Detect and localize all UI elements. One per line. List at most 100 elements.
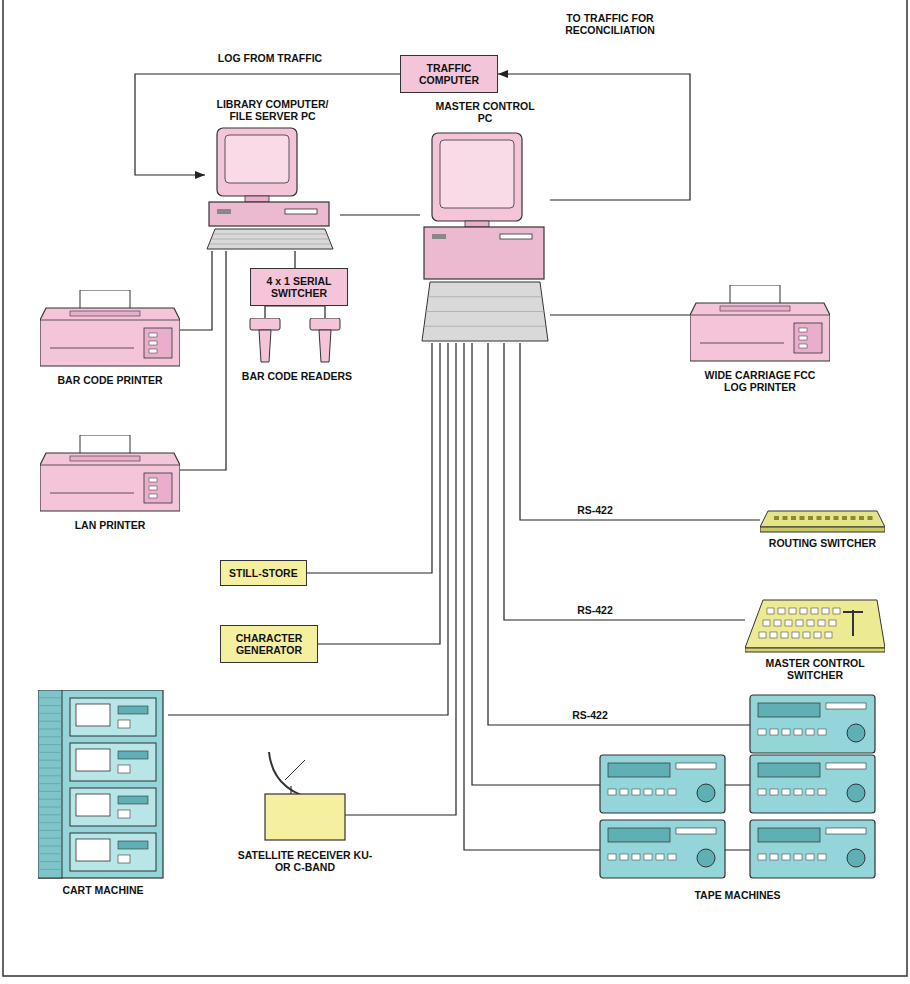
cart-display (118, 796, 148, 804)
panel-key (774, 620, 781, 626)
connector-line (168, 343, 448, 715)
tape-button (668, 854, 676, 860)
device-box: STILL-STORE (220, 560, 307, 586)
rack-slot (38, 822, 62, 823)
frame-line (3, 0, 907, 976)
switcher-button (842, 516, 847, 520)
rack-slot (38, 744, 62, 745)
device-label: MASTER CONTROL PC (430, 100, 540, 128)
device-label: BAR CODE PRINTER (40, 370, 180, 386)
tape-display (758, 703, 820, 717)
tape-button (770, 789, 778, 795)
reader-head (250, 318, 280, 330)
tape-button (806, 854, 814, 860)
tape-slot (676, 763, 716, 769)
switcher-button (868, 516, 873, 520)
rack-slot (38, 783, 62, 784)
printer-body (690, 303, 830, 361)
tape-machine (750, 820, 875, 878)
cart-deck (70, 833, 156, 871)
rack-slot (38, 736, 62, 737)
device-label: LIBRARY COMPUTER/ FILE SERVER PC (205, 98, 340, 126)
tape-button (770, 729, 778, 735)
jog-knob (847, 849, 865, 867)
printer-body (40, 453, 180, 511)
printer-edge (690, 315, 830, 316)
tape-display (608, 763, 670, 777)
switcher-button (851, 516, 856, 520)
panel-key (814, 632, 821, 638)
tape-slot (826, 703, 866, 709)
tape-slot (676, 828, 716, 834)
tape-slot (826, 828, 866, 834)
connector-label: RS-422 (565, 504, 625, 516)
panel-key (807, 620, 814, 626)
device-icon (690, 285, 830, 365)
rack-slot (38, 721, 62, 722)
tape-button (632, 854, 640, 860)
tape-wire (595, 850, 600, 851)
tape-button (818, 789, 826, 795)
panel-button (149, 478, 157, 482)
monitor-stand (245, 196, 269, 202)
panel-top (745, 600, 885, 648)
tape-wire (725, 785, 750, 786)
panel-key (759, 632, 766, 638)
connector-line (265, 306, 325, 318)
cart-button (118, 765, 130, 773)
connector-label: RS-422 (565, 604, 625, 616)
rack-slot (38, 846, 62, 847)
device-node: MASTER CONTROL PC (420, 100, 550, 343)
monitor-stand (465, 221, 489, 227)
key-row (211, 239, 329, 240)
key-row (425, 326, 545, 327)
device-label: BAR CODE READERS (237, 366, 357, 382)
system-unit (209, 202, 329, 226)
reader-handle (319, 330, 331, 362)
panel-key (770, 632, 777, 638)
panel-button (149, 349, 157, 353)
jog-knob (847, 784, 865, 802)
tape-wire (595, 725, 750, 726)
receiver-wire (345, 815, 375, 816)
keyboard (207, 229, 333, 249)
tape-button (608, 854, 616, 860)
rack-slot (38, 853, 62, 854)
drive-slot (500, 234, 532, 239)
tape-slot (826, 763, 866, 769)
fader-bar (852, 610, 854, 636)
panel-key (792, 632, 799, 638)
jog-knob (847, 724, 865, 742)
cart-button (118, 810, 130, 818)
tape-machine (750, 755, 875, 813)
device-icon (595, 690, 880, 885)
switcher-button (834, 516, 839, 520)
cart-slot (76, 704, 110, 726)
keyboard (422, 282, 548, 341)
panel-button (149, 486, 157, 490)
panel-key (829, 620, 836, 626)
panel-key (833, 608, 840, 614)
dish-mast (290, 786, 291, 794)
paper-slot (70, 456, 140, 461)
device-icon (420, 128, 550, 343)
cart-button (118, 720, 130, 728)
tape-button (806, 729, 814, 735)
switcher-top (760, 511, 885, 527)
device-node: SATELLITE RECEIVER KU- OR C-BAND (235, 750, 375, 873)
device-label: CART MACHINE (38, 880, 168, 896)
connector-line (294, 251, 295, 268)
switcher-button (783, 516, 788, 520)
connector-line (375, 343, 456, 815)
device-label: MASTER CONTROL SWITCHER (745, 653, 885, 681)
panel-key (800, 608, 807, 614)
rack-slot (38, 807, 62, 808)
connector-line (464, 343, 595, 850)
device-label: STILL-STORE (229, 567, 298, 579)
switcher-front (760, 527, 885, 532)
panel-key (822, 608, 829, 614)
tape-button (782, 789, 790, 795)
printer-edge (40, 320, 180, 321)
tape-button (818, 729, 826, 735)
